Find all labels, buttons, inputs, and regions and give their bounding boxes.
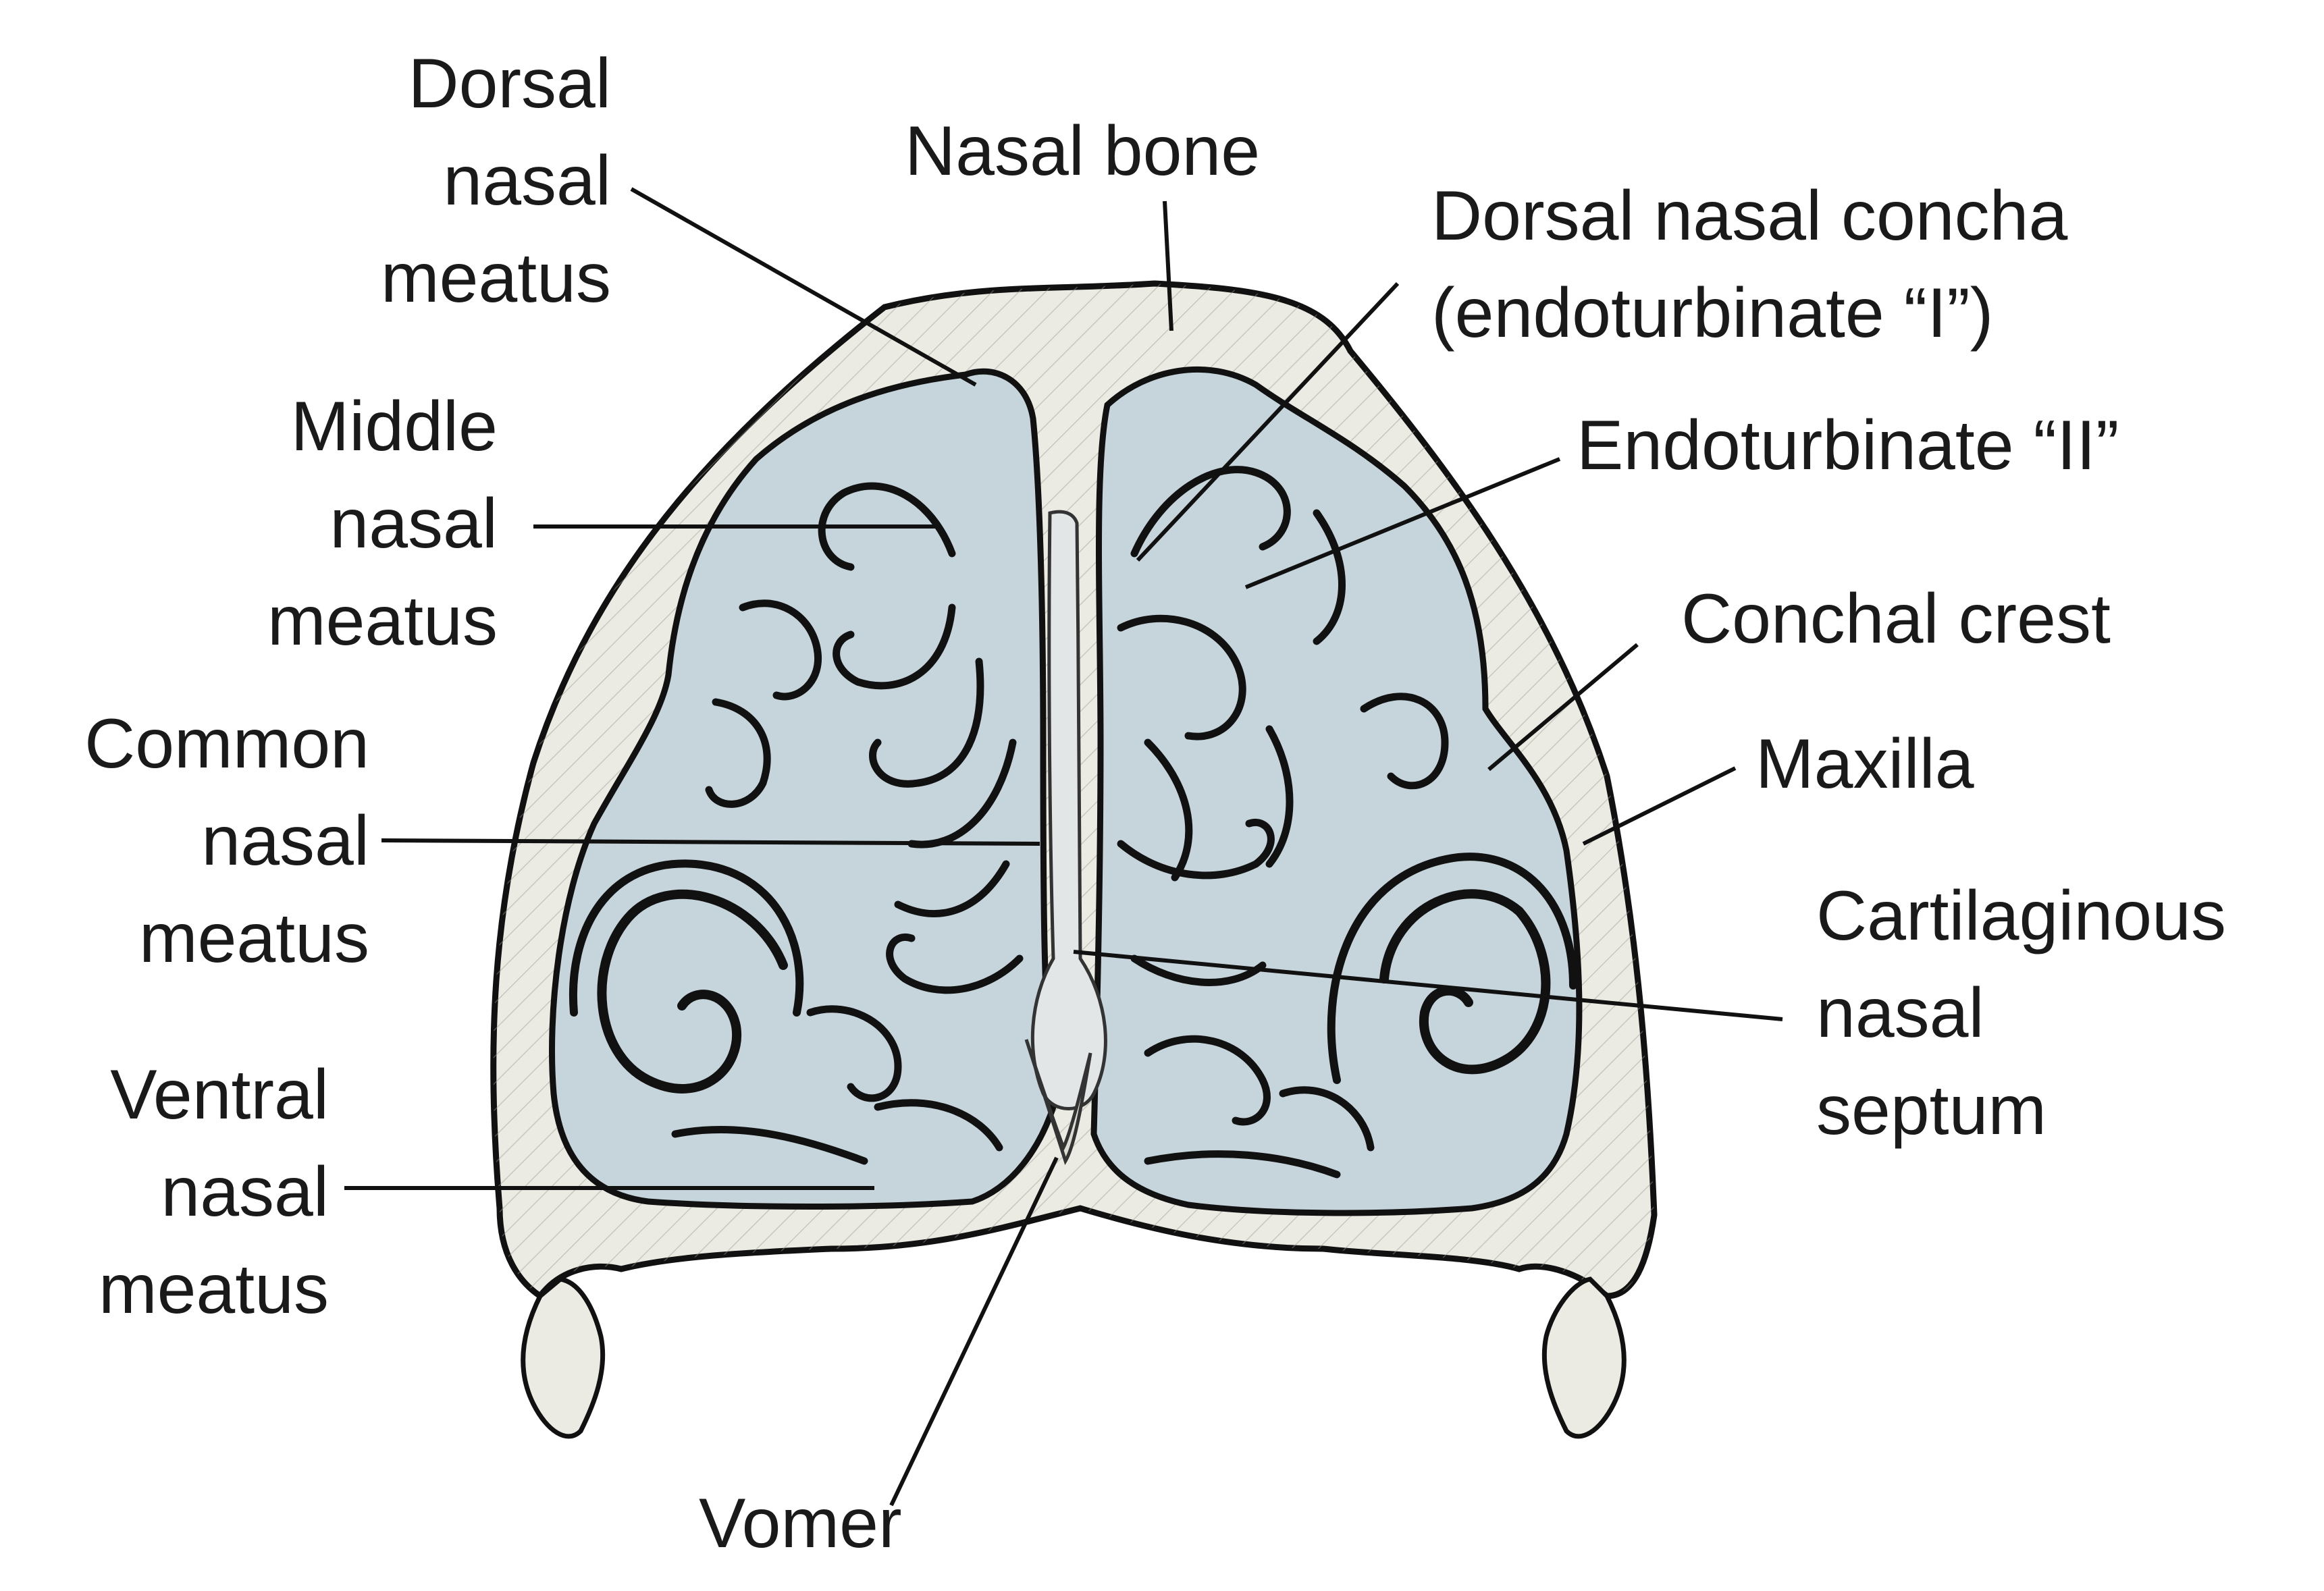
leader-vomer — [889, 1156, 1059, 1507]
label-cartilaginous-nasal-septum: Cartilaginous nasal septum — [1816, 877, 2226, 1150]
leader-cartilaginous-nasal-septum — [1073, 950, 1783, 1021]
leader-lines — [344, 187, 1783, 1507]
label-dorsal-nasal-meatus: Dorsal nasal meatus — [380, 45, 611, 317]
leader-dorsal-nasal-meatus — [630, 187, 977, 387]
left-tooth — [521, 1276, 606, 1439]
label-dorsal-nasal-concha: Dorsal nasal concha (endoturbinate “I”) — [1431, 177, 2068, 352]
right-ventral-concha-outer — [1327, 853, 1577, 1084]
label-common-nasal-meatus: Common nasal meatus — [84, 705, 369, 977]
nasal-septum — [1030, 510, 1107, 1110]
right-nasal-cavity — [1090, 366, 1583, 1216]
right-ventral-concha-scroll — [1379, 889, 1551, 1075]
label-ventral-nasal-meatus: Ventral nasal meatus — [98, 1056, 329, 1328]
leader-common-nasal-meatus — [381, 838, 1040, 846]
vomer-wedge — [1024, 1039, 1092, 1166]
label-vomer: Vomer — [699, 1484, 902, 1563]
label-maxilla: Maxilla — [1755, 725, 1974, 803]
label-middle-nasal-meatus: Middle nasal meatus — [267, 387, 498, 660]
leader-dorsal-nasal-concha — [1136, 281, 1400, 562]
leader-endoturbinate-ii — [1244, 457, 1561, 589]
leader-maxilla — [1582, 766, 1737, 846]
label-nasal-bone: Nasal bone — [905, 112, 1261, 190]
label-endoturbinate-ii: Endoturbinate “II” — [1577, 406, 2119, 485]
left-nasal-cavity — [549, 368, 1057, 1210]
leader-conchal-crest — [1487, 643, 1639, 772]
label-conchal-crest: Conchal crest — [1681, 580, 2111, 658]
leader-nasal-bone — [1163, 200, 1173, 331]
right-ethmoturbinates — [1117, 466, 1449, 1179]
right-tooth — [1541, 1276, 1627, 1439]
left-ethmoturbinates — [671, 482, 1024, 1165]
left-ventral-concha-scroll — [597, 889, 788, 1094]
left-ventral-concha-outer — [569, 859, 804, 1017]
